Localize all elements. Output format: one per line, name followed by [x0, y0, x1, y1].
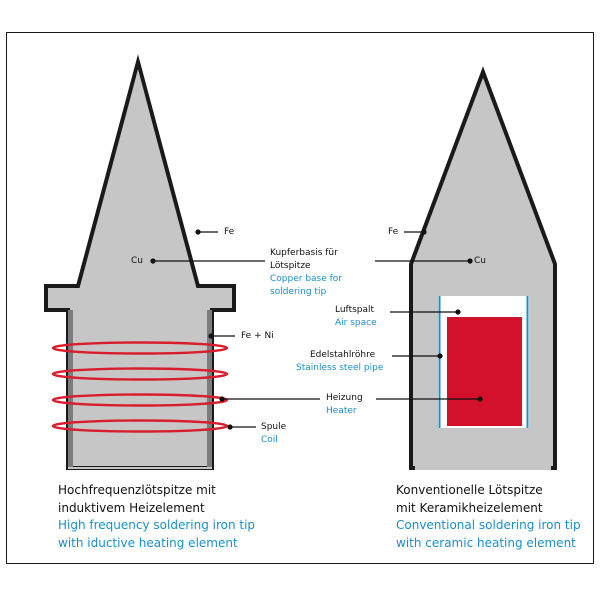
leader-dot [208, 333, 214, 339]
label-fe-ni: Fe + Ni [241, 331, 274, 341]
caption-right-en-1: Conventional soldering iron tip [396, 518, 581, 532]
coil-turn [51, 393, 229, 407]
left-shaft-wall-left [68, 310, 73, 468]
label-air-space: Air space [335, 318, 377, 328]
right-tip [409, 66, 557, 470]
label-luftspalt: Luftspalt [335, 305, 375, 315]
leader-dot [219, 396, 225, 402]
label-spule: Spule [261, 422, 287, 432]
caption-left-en-2: with iductive heating element [58, 536, 238, 550]
leader-lines [150, 229, 483, 430]
induction-coil [51, 341, 229, 433]
label-kupfer-2: Lötspitze [270, 261, 311, 271]
label-coil: Coil [261, 435, 278, 445]
coil-turn [51, 367, 229, 381]
label-fe-right: Fe [388, 227, 399, 237]
leader-dot [455, 309, 461, 315]
left-tip [44, 54, 236, 470]
coil-turn [51, 419, 229, 433]
label-copper-2: soldering tip [270, 287, 327, 297]
ceramic-heater [447, 317, 522, 426]
leader-dot [150, 258, 156, 264]
label-stainless: Stainless steel pipe [296, 363, 384, 373]
diagram-frame [6, 32, 594, 564]
caption-left-de-2: induktivem Heizelement [58, 501, 205, 515]
leader-dot [227, 424, 233, 430]
leader-dot [477, 396, 483, 402]
leader-dot [467, 258, 473, 264]
caption-left-de-1: Hochfrequenzlötspitze mit [58, 483, 216, 497]
label-heater: Heater [326, 406, 357, 416]
label-cu-right: Cu [474, 256, 486, 266]
leader-dot [437, 353, 443, 359]
left-tip-body [50, 69, 230, 466]
label-heizung: Heizung [326, 393, 363, 403]
left-shaft-wall-right [207, 310, 212, 468]
caption-left-en-1: High frequency soldering iron tip [58, 518, 256, 532]
label-fe-left: Fe [224, 227, 235, 237]
label-cu-left: Cu [131, 256, 143, 266]
caption-right-de-1: Konventionelle Lötspitze [396, 483, 543, 497]
caption-right-de-2: mit Keramikheizelement [396, 501, 543, 515]
label-copper-1: Copper base for [270, 274, 343, 284]
label-kupfer-1: Kupferbasis für [270, 248, 338, 258]
caption-right-en-2: with ceramic heating element [396, 536, 576, 550]
leader-dot [421, 229, 427, 235]
right-bottom-fill [415, 464, 551, 470]
coil-turn [51, 341, 229, 355]
leader-dot [195, 229, 201, 235]
label-edelstahl: Edelstahlröhre [310, 350, 376, 360]
